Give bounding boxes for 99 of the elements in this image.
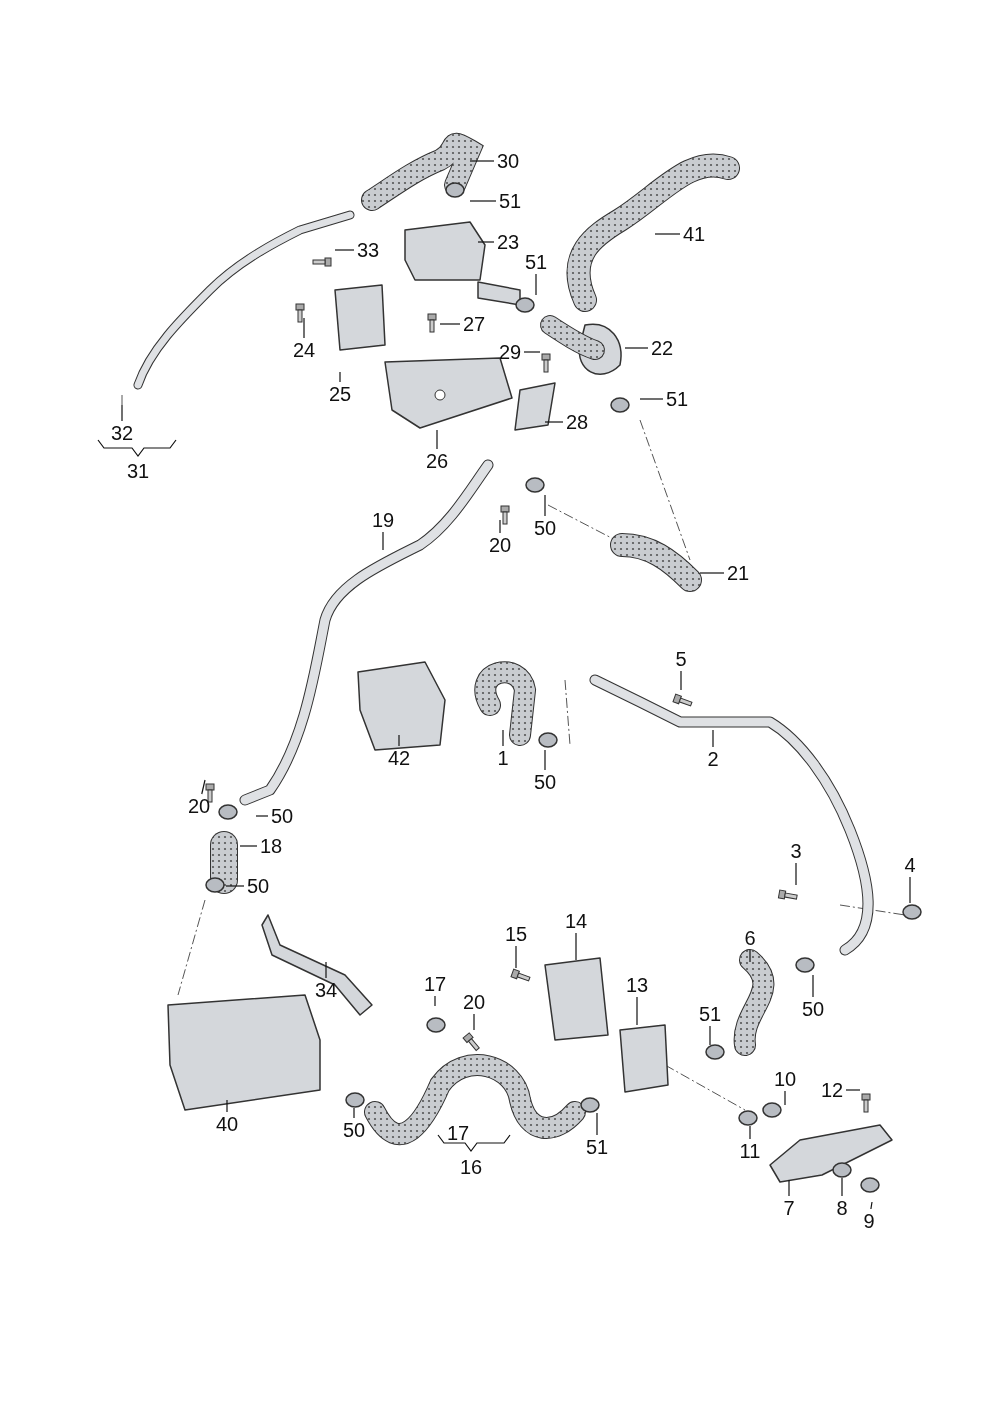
- leader-line: [544, 494, 546, 517]
- callout-number: 51: [498, 191, 522, 211]
- callout-number: 17: [446, 1123, 470, 1143]
- leader-line: [709, 1025, 711, 1046]
- leader-line: [535, 273, 537, 296]
- callout-number: 7: [783, 1198, 795, 1218]
- callout-number: 50: [533, 772, 557, 792]
- leader-line: [523, 351, 541, 353]
- callout-number: 18: [259, 836, 283, 856]
- leader-line: [239, 845, 258, 847]
- callout-number: 1: [497, 748, 509, 768]
- callout-number: 10: [773, 1069, 797, 1089]
- leader-line: [680, 670, 682, 691]
- callout-number: 21: [726, 563, 750, 583]
- leader-line: [795, 862, 797, 886]
- callout-number: 22: [650, 338, 674, 358]
- callout-number: 51: [524, 252, 548, 272]
- leader-line: [339, 371, 341, 383]
- leader-line: [201, 779, 206, 795]
- callout-number: 25: [328, 384, 352, 404]
- leader-line: [596, 1112, 598, 1136]
- callout-number: 6: [744, 928, 756, 948]
- leader-line: [469, 200, 497, 202]
- callout-number: 51: [585, 1137, 609, 1157]
- leader-line: [477, 241, 495, 243]
- leader-line: [654, 233, 681, 235]
- callout-number: 27: [462, 314, 486, 334]
- leader-line: [841, 1177, 843, 1197]
- leader-line: [325, 961, 327, 979]
- callout-number: 40: [215, 1114, 239, 1134]
- callout-number: 13: [625, 975, 649, 995]
- leader-line: [334, 249, 355, 251]
- leader-line: [436, 429, 438, 450]
- leader-line: [544, 421, 564, 423]
- leader-line: [225, 885, 245, 887]
- callout-number: 50: [533, 518, 557, 538]
- callout-number: 30: [496, 151, 520, 171]
- callout-number: 51: [665, 389, 689, 409]
- callout-number: 2: [707, 749, 719, 769]
- leader-line: [439, 323, 461, 325]
- callout-number: 3: [790, 841, 802, 861]
- callout-number: 12: [820, 1080, 844, 1100]
- leader-line: [353, 1107, 355, 1119]
- leader-line: [812, 974, 814, 998]
- leader-line: [469, 160, 495, 162]
- leader-line: [624, 347, 649, 349]
- callout-number: 42: [387, 748, 411, 768]
- callout-number: 9: [863, 1211, 875, 1231]
- callout-number: 15: [504, 924, 528, 944]
- leader-line: [639, 398, 664, 400]
- leader-line: [502, 729, 504, 747]
- callout-number: 50: [246, 876, 270, 896]
- leader-line: [636, 996, 638, 1026]
- leader-line: [575, 932, 577, 961]
- leader-line: [303, 317, 305, 339]
- leader-line: [382, 531, 384, 551]
- leader-line: [788, 1179, 790, 1197]
- callout-number: 26: [425, 451, 449, 471]
- leader-line: [909, 876, 911, 904]
- callout-number: 31: [126, 461, 150, 481]
- leader-line: [226, 1099, 228, 1113]
- callout-number: 20: [187, 796, 211, 816]
- callout-number: 14: [564, 911, 588, 931]
- callout-number: 50: [342, 1120, 366, 1140]
- leader-line: [749, 1125, 751, 1140]
- callout-number: 51: [698, 1004, 722, 1024]
- callout-number: 20: [488, 535, 512, 555]
- callout-number: 33: [356, 240, 380, 260]
- leader-line: [699, 572, 725, 574]
- callout-number: 29: [498, 342, 522, 362]
- callout-number: 5: [675, 649, 687, 669]
- leader-line: [784, 1090, 786, 1106]
- leader-line: [398, 734, 400, 747]
- leader-line: [255, 815, 269, 817]
- callout-number: 50: [801, 999, 825, 1019]
- leader-line: [515, 945, 517, 969]
- callout-number: 32: [110, 423, 134, 443]
- callout-number: 34: [314, 980, 338, 1000]
- callout-number: 16: [459, 1157, 483, 1177]
- leader-line: [121, 404, 123, 422]
- leader-line: [845, 1089, 861, 1091]
- leader-line: [712, 729, 714, 748]
- callout-number: 28: [565, 412, 589, 432]
- callout-number: 17: [423, 974, 447, 994]
- callout-number: 41: [682, 224, 706, 244]
- leader-line: [473, 1013, 475, 1031]
- leader-line: [870, 1201, 873, 1210]
- callout-number: 23: [496, 232, 520, 252]
- callout-number: 8: [836, 1198, 848, 1218]
- callout-number: 11: [739, 1141, 761, 1161]
- leader-line: [499, 519, 501, 534]
- callout-number: 20: [462, 992, 486, 1012]
- callout-number: 4: [904, 855, 916, 875]
- leader-line: [544, 749, 546, 771]
- callout-number: 50: [270, 806, 294, 826]
- leader-line: [749, 949, 751, 963]
- leader-line: [434, 995, 436, 1007]
- callout-number: 24: [292, 340, 316, 360]
- callout-number: 19: [371, 510, 395, 530]
